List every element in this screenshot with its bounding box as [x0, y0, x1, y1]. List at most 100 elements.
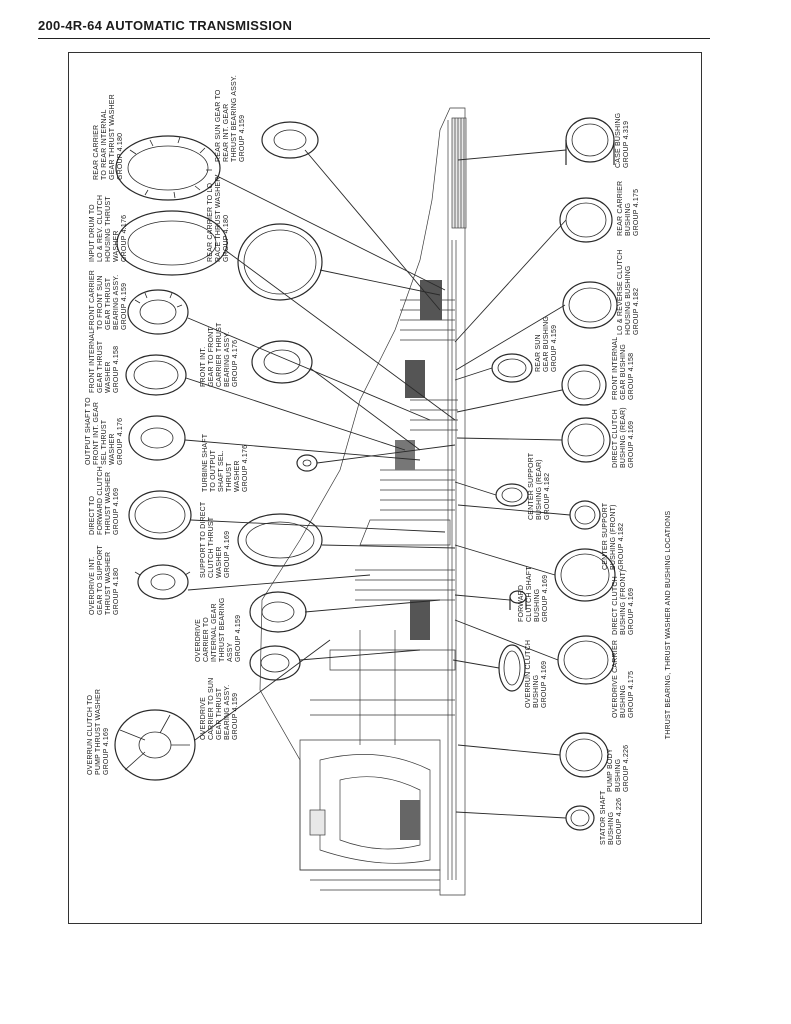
bearing-front-carrier	[127, 289, 189, 335]
label-line: BEARING ASSY.	[113, 275, 120, 330]
label-line: GROUP 4.169	[542, 575, 549, 622]
leader-lines	[184, 149, 571, 819]
label-line: RACE THRUST WASHER	[215, 176, 222, 262]
label-input-drum-washer: INPUT DRUM TOLO & REV. CLUTCHHOUSING THR…	[89, 195, 128, 262]
bushing-case	[565, 117, 615, 165]
center-parts	[237, 121, 323, 681]
label-line: GROUP 4.158	[113, 346, 120, 393]
label-line: REAR SUN	[535, 334, 542, 372]
label-rear-carrier-washer: REAR CARRIERTO REAR INTERNALGEAR THRUST …	[93, 94, 124, 180]
diagram-labels: REAR CARRIERTO REAR INTERNALGEAR THRUST …	[85, 75, 672, 845]
label-line: CARRIER TO	[203, 617, 210, 662]
label-line: GROUP 4.169	[628, 588, 635, 635]
washer-turbine-shaft	[296, 454, 318, 472]
label-overdrive-carrier-sun-bearing: OVERDRIVECARRIER TO SUNGEAR THRUSTBEARIN…	[200, 678, 239, 740]
label-line: GROUP 4.226	[623, 745, 630, 792]
label-line: WASHER	[113, 230, 120, 262]
label-line: THRUST BEARING ASSY.	[231, 75, 238, 162]
washer-rear-carrier-lo	[237, 223, 323, 301]
bushing-lo-reverse	[562, 281, 618, 329]
label-rear-sun-bearing: REAR SUN GEAR TOREAR INT. GEARTHRUST BEA…	[215, 75, 246, 162]
left-parts	[114, 135, 228, 781]
label-overrun-pump-washer: OVERRUN CLUTCH TOPUMP THRUST WASHERGROUP…	[87, 689, 110, 775]
label-line: GEAR BUSHING	[620, 344, 627, 400]
label-line: GROUP 4.226	[616, 798, 623, 845]
label-case-bushing: CASE BUSHINGGROUP 4.319	[615, 113, 630, 168]
label-line: GROUP 4.159	[551, 325, 558, 372]
bushing-overdrive-carrier	[557, 635, 615, 685]
label-line: OVERDRIVE	[195, 619, 202, 662]
pump-housing	[299, 739, 441, 891]
label-line: GROUP 4.175	[633, 189, 640, 236]
label-line: TURBINE SHAFT	[202, 433, 209, 492]
label-line: FRONT INT. GEAR	[93, 402, 100, 465]
label-line: BUSHING	[625, 203, 632, 236]
label-line: GROUP 4.180	[113, 568, 120, 615]
label-front-internal-bushing: FRONT INTERNALGEAR BUSHINGGROUP 4.158	[612, 337, 635, 400]
label-front-int-carrier-bearing: FRONT INT.GEAR TO FRONTCARRIER THRUSTBEA…	[200, 322, 239, 387]
label-line: CENTER SUPPORT	[528, 452, 535, 520]
bushing-rear-carrier	[559, 197, 613, 243]
label-line: GROUP 4.182	[544, 473, 551, 520]
label-direct-clutch-front-bushing: DIRECT CLUTCHBUSHING (FRONT)GROUP 4.169	[612, 569, 635, 635]
label-line: GEAR TO FRONT	[208, 327, 215, 387]
label-line: OVERDRIVE	[200, 697, 207, 740]
label-line: CLUTCH SHAFT	[526, 566, 533, 622]
bushing-direct-rear	[561, 417, 611, 463]
label-line: GROUP 4.176	[121, 215, 128, 262]
label-line: PUMP BODY	[607, 748, 614, 792]
washer-front-internal	[125, 354, 187, 396]
label-rear-carrier-lo-washer: REAR CARRIER TO LORACE THRUST WASHERGROU…	[207, 176, 230, 262]
bushing-forward-shaft	[509, 590, 527, 610]
bearing-rear-sun	[261, 121, 319, 159]
label-line: INPUT DRUM TO	[89, 204, 96, 262]
label-line: HOUSING THRUST	[105, 196, 112, 262]
label-line: TO REAR INTERNAL	[101, 109, 108, 180]
bushing-center-support-rear	[495, 483, 529, 507]
label-line: THRUST WASHER	[105, 552, 112, 615]
label-center-support-rear-bushing: CENTER SUPPORTBUSHING (REAR)GROUP 4.182	[528, 452, 551, 520]
bearing-front-int-carrier	[251, 340, 313, 384]
label-line: THRUST BEARING	[219, 597, 226, 662]
label-line: DIRECT CLUTCH	[612, 409, 619, 468]
page-header: 200-4R-64 AUTOMATIC TRANSMISSION	[38, 16, 710, 39]
output-housing-ribs	[451, 117, 467, 229]
label-line: REAR CARRIER	[617, 181, 624, 236]
label-line: PUMP THRUST WASHER	[95, 689, 102, 775]
label-stator-shaft-bushing: STATOR SHAFTBUSHINGGROUP 4.226	[600, 790, 623, 845]
diagram-frame	[68, 52, 702, 924]
label-line: FRONT INT.	[200, 347, 207, 387]
label-rear-sun-bushing: REAR SUNGEAR BUSHINGGROUP 4.159	[535, 316, 558, 372]
label-line: WASHER	[216, 546, 223, 578]
label-line: DIRECT CLUTCH	[612, 576, 619, 635]
label-line: BUSHING (FRONT)	[620, 569, 627, 635]
label-line: THRUST WASHER	[105, 472, 112, 535]
label-front-carrier-bearing: FRONT CARRIERTO FRONT SUNGEAR THRUSTBEAR…	[89, 270, 128, 330]
label-line: REAR CARRIER	[93, 125, 100, 180]
label-line: GROUP 4.159	[121, 283, 128, 330]
label-line: CASE BUSHING	[615, 113, 622, 168]
label-line: GROUP 4.176	[242, 445, 249, 492]
washer-direct-forward	[128, 490, 192, 540]
label-line: GROUP 4.169	[103, 728, 110, 775]
bushing-rear-sun	[491, 353, 533, 383]
label-overdrive-carrier-bushing: OVERDRIVE CARRIERBUSHINGGROUP 4.175	[612, 640, 635, 718]
label-line: GROUP 4.169	[541, 661, 548, 708]
label-turbine-shaft-washer: TURBINE SHAFTTO OUTPUTSHAFT SEL.THRUSTWA…	[202, 433, 249, 492]
label-lo-reverse-bushing: LO & REVERSE CLUTCHHOUSING BUSHINGGROUP …	[617, 250, 640, 336]
label-line: INTERNAL GEAR	[211, 603, 218, 662]
label-overrun-bushing: OVERRUN CLUTCHBUSHINGGROUP 4.169	[525, 640, 548, 708]
label-line: REAR CARRIER TO LO	[207, 182, 214, 262]
label-pump-body-bushing: PUMP BODYBUSHINGGROUP 4.226	[607, 745, 630, 792]
label-line: BEARING ASSY.	[224, 332, 231, 387]
label-line: FORWARD	[518, 585, 525, 622]
label-line: TO OUTPUT	[210, 449, 217, 492]
label-line: GROUP 4.182	[633, 288, 640, 335]
label-line: BUSHING	[608, 812, 615, 845]
label-line: GROUP 4.169	[628, 421, 635, 468]
label-line: GEAR THRUST WASHER	[109, 94, 116, 180]
label-line: OUTPUT SHAFT TO	[85, 397, 92, 465]
bearing-overdrive-sun	[249, 645, 301, 681]
bearing-overdrive-internal	[249, 591, 307, 633]
label-line: THRUST	[226, 462, 233, 492]
